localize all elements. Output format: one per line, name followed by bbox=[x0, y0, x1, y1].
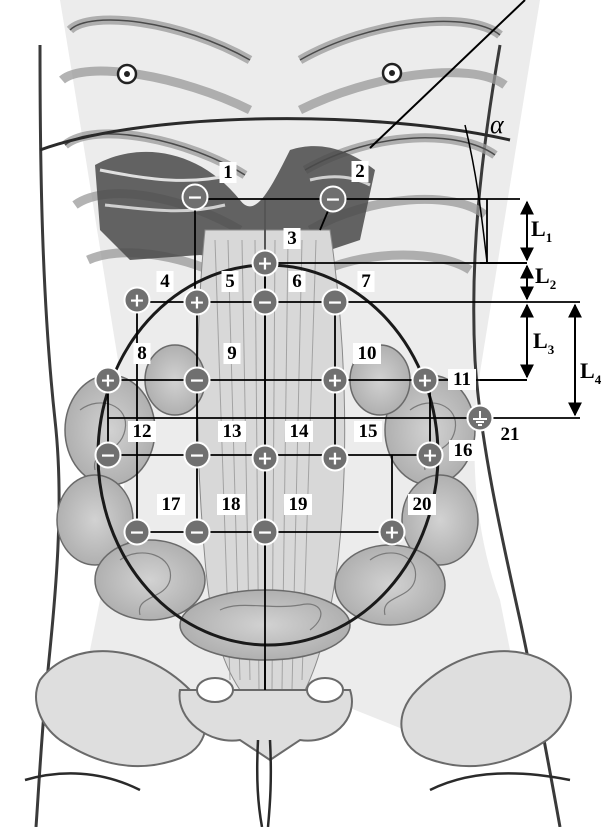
electrode-12-label: 12 bbox=[133, 421, 152, 442]
angle-alpha-label: α bbox=[490, 110, 505, 139]
electrode-13-label: 13 bbox=[223, 421, 242, 442]
dimension-label-L1: L1 bbox=[531, 216, 552, 245]
electrode-19-label: 19 bbox=[289, 494, 308, 515]
minus-sign: − bbox=[129, 522, 145, 544]
electrode-8-label: 8 bbox=[137, 343, 147, 364]
electrode-20-label: 20 bbox=[413, 494, 432, 515]
electrode-10-label: 10 bbox=[358, 343, 377, 364]
plus-sign: + bbox=[257, 448, 273, 470]
plus-sign: + bbox=[189, 292, 205, 314]
minus-sign: − bbox=[189, 522, 205, 544]
electrode-21: 21 bbox=[468, 406, 525, 446]
electrode-1-label: 1 bbox=[223, 162, 233, 183]
electrode-7-label: 7 bbox=[361, 271, 371, 292]
electrode-4-label: 4 bbox=[160, 271, 170, 292]
plus-sign: + bbox=[129, 290, 145, 312]
plus-sign: + bbox=[422, 445, 438, 467]
electrode-2-label: 2 bbox=[355, 161, 365, 182]
electrode-17-label: 17 bbox=[162, 494, 182, 515]
electrode-6-label: 6 bbox=[292, 271, 302, 292]
plus-sign: + bbox=[327, 448, 343, 470]
plus-sign: + bbox=[100, 370, 116, 392]
plus-sign: + bbox=[327, 370, 343, 392]
electrode-3-label: 3 bbox=[287, 228, 297, 249]
electrode-9-label: 9 bbox=[227, 343, 237, 364]
electrode-11-label: 11 bbox=[453, 369, 471, 390]
minus-sign: − bbox=[325, 189, 341, 211]
plus-sign: + bbox=[384, 522, 400, 544]
dimension-label-L2: L2 bbox=[535, 263, 556, 292]
electrode-18-label: 18 bbox=[222, 494, 241, 515]
dimension-label-L4: L4 bbox=[580, 358, 602, 387]
dimension-label-L3: L3 bbox=[533, 328, 555, 357]
minus-sign: − bbox=[189, 445, 205, 467]
plus-sign: + bbox=[257, 253, 273, 275]
minus-sign: − bbox=[187, 187, 203, 209]
electrode-15-label: 15 bbox=[359, 421, 378, 442]
minus-sign: − bbox=[100, 445, 116, 467]
electrode-21-label: 21 bbox=[501, 424, 520, 445]
electrode-5-label: 5 bbox=[225, 271, 235, 292]
plus-sign: + bbox=[417, 370, 433, 392]
electrode-16-label: 16 bbox=[454, 440, 473, 461]
minus-sign: − bbox=[327, 292, 343, 314]
minus-sign: − bbox=[189, 370, 205, 392]
minus-sign: − bbox=[257, 522, 273, 544]
electrode-14-label: 14 bbox=[290, 421, 310, 442]
minus-sign: − bbox=[257, 292, 273, 314]
